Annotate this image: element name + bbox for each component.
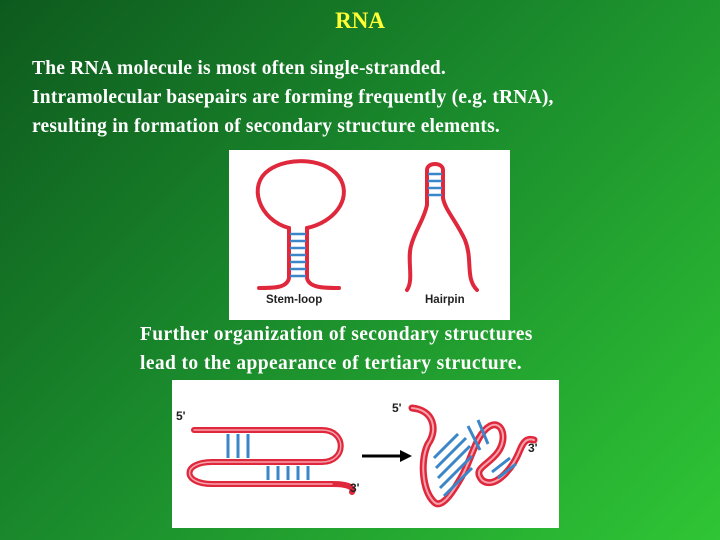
stem-right-strand bbox=[305, 226, 341, 290]
slide-title: RNA bbox=[335, 8, 385, 33]
stem-loop-label: Stem-loop bbox=[266, 294, 322, 306]
folded-strand-2d bbox=[186, 427, 356, 495]
intro-line-3: resulting in formation of secondary stru… bbox=[32, 116, 500, 137]
folded-strand-3d bbox=[408, 404, 538, 508]
label-5prime-right: 5' bbox=[392, 401, 402, 415]
hairpin-strand bbox=[405, 162, 479, 292]
secondary-structure-diagram: Stem-loop Hairpin bbox=[255, 159, 479, 306]
hairpin-base-pairs bbox=[428, 172, 442, 197]
stem-base-pairs bbox=[290, 232, 306, 278]
tertiary-structure-diagram: 5' 3' 5' 3' bbox=[176, 401, 538, 508]
tertiary-line-2: lead to the appearance of tertiary struc… bbox=[140, 353, 523, 374]
label-5prime-left: 5' bbox=[176, 409, 186, 423]
intro-line-2: Intramolecular basepairs are forming fre… bbox=[32, 87, 554, 108]
label-3prime-left: 3' bbox=[350, 481, 360, 495]
tertiary-paragraph: Further organization of secondary struct… bbox=[140, 320, 700, 378]
tertiary-structure-figure: 5' 3' 5' 3' bbox=[172, 380, 559, 528]
stem-left-strand bbox=[257, 226, 291, 290]
left-base-pairs bbox=[226, 434, 310, 480]
transition-arrow bbox=[362, 450, 412, 462]
intro-paragraph: The RNA molecule is most often single-st… bbox=[32, 54, 712, 141]
secondary-structure-figure: Stem-loop Hairpin bbox=[229, 150, 510, 320]
hairpin-label: Hairpin bbox=[425, 294, 465, 306]
tertiary-line-1: Further organization of secondary struct… bbox=[140, 324, 533, 345]
stem-loop-strand bbox=[255, 159, 346, 230]
label-3prime-right: 3' bbox=[528, 441, 538, 455]
intro-line-1: The RNA molecule is most often single-st… bbox=[32, 58, 447, 79]
right-base-pairs bbox=[432, 419, 517, 498]
